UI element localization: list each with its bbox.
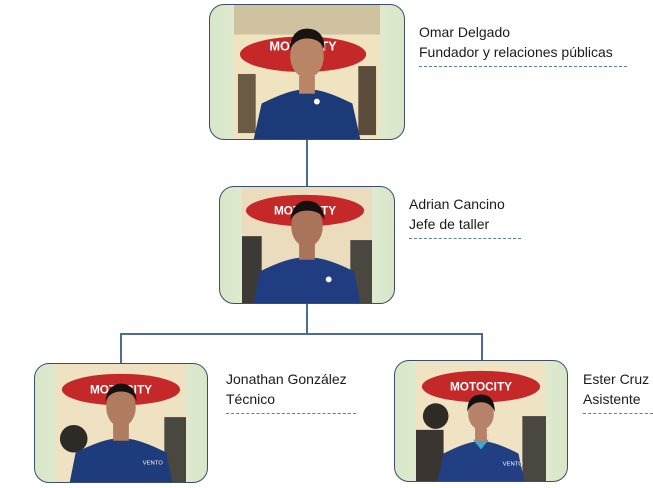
- member-card-jonathan[interactable]: MOTOCITY VENTO: [34, 363, 208, 483]
- photo-ester: MOTOCITY VENTO: [416, 361, 546, 481]
- svg-text:VENTO: VENTO: [503, 461, 524, 467]
- member-name: Omar Delgado: [419, 24, 511, 40]
- divider-dashed: [419, 66, 627, 67]
- member-role: Técnico: [226, 391, 276, 407]
- member-info-omar: Omar Delgado Fundador y relaciones públi…: [419, 22, 627, 67]
- connector-adrian-down: [306, 304, 308, 334]
- divider-dashed: [409, 238, 521, 239]
- photo-jonathan: MOTOCITY VENTO: [56, 364, 186, 482]
- member-card-omar[interactable]: MOTOCITY: [209, 4, 405, 140]
- divider-dashed: [226, 413, 356, 414]
- connector-ester: [481, 333, 483, 363]
- member-name: Ester Cruz: [583, 371, 650, 387]
- connector-omar-adrian: [306, 140, 308, 186]
- member-name: Adrian Cancino: [409, 196, 505, 212]
- connector-horizontal: [120, 333, 482, 335]
- member-role: Jefe de taller: [409, 216, 490, 232]
- member-role: Fundador y relaciones públicas: [419, 44, 613, 60]
- divider-dashed: [583, 413, 653, 414]
- svg-text:VENTO: VENTO: [143, 460, 164, 466]
- photo-adrian: MOTOCITY: [242, 187, 372, 303]
- member-card-adrian[interactable]: MOTOCITY: [219, 186, 395, 304]
- photo-omar: MOTOCITY: [234, 5, 380, 139]
- member-info-ester: Ester Cruz Asistente: [583, 369, 653, 414]
- member-info-jonathan: Jonathan González Técnico: [226, 369, 356, 414]
- member-info-adrian: Adrian Cancino Jefe de taller: [409, 194, 521, 239]
- member-name: Jonathan González: [226, 371, 347, 387]
- member-card-ester[interactable]: MOTOCITY VENTO: [394, 360, 568, 482]
- connector-jonathan: [120, 333, 122, 363]
- member-role: Asistente: [583, 391, 641, 407]
- svg-text:MOTOCITY: MOTOCITY: [450, 380, 512, 394]
